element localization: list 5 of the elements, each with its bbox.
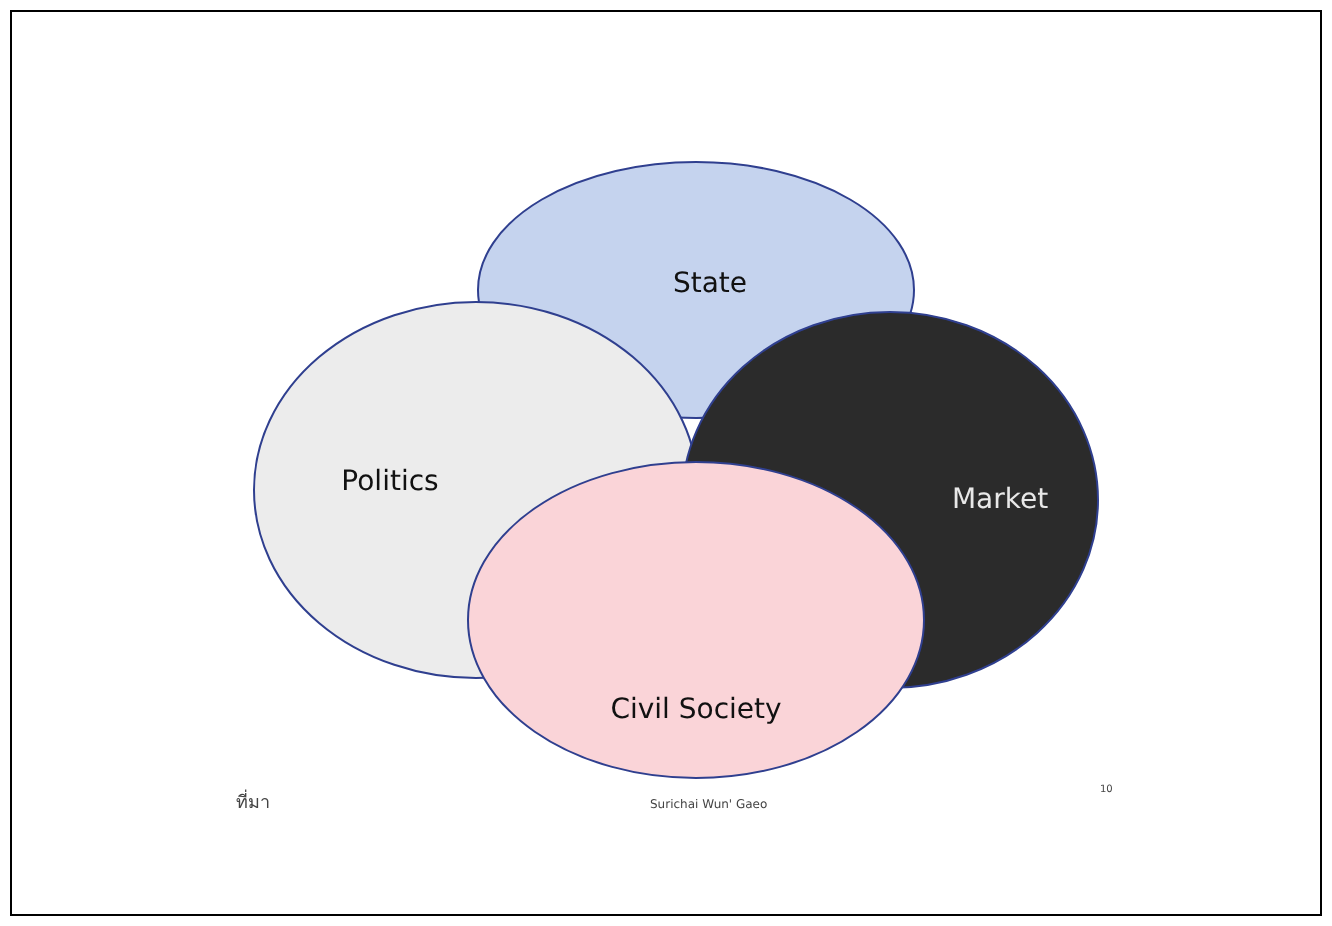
ellipse-label: State xyxy=(672,268,748,300)
ellipse-label: Civil Society xyxy=(610,694,782,726)
source-note: ที่มา xyxy=(236,788,270,816)
ellipse-label: Market xyxy=(951,484,1049,516)
ellipse-label: Politics xyxy=(341,466,439,498)
